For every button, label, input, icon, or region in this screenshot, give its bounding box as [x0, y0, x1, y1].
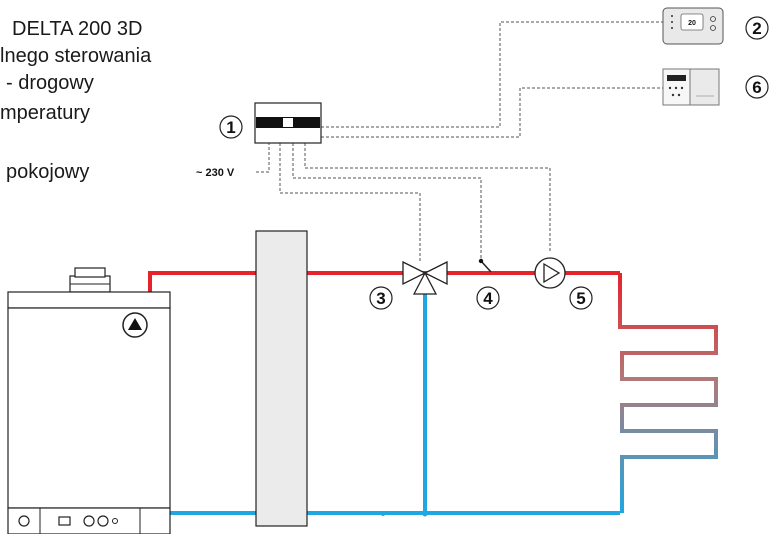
room-unit-button-icon: [674, 86, 678, 90]
boiler-top-panel: [7, 291, 171, 309]
label-sensor-text: 4: [483, 289, 493, 308]
wire-to-valve: [279, 143, 421, 262]
label-room-unit-text: 6: [752, 78, 761, 97]
temperature-sensor: [478, 258, 492, 273]
display-panel-dot-icon: [671, 27, 673, 29]
room-unit-button-icon: [668, 86, 672, 90]
room-unit-button-icon: [677, 93, 681, 97]
display-panel-knob-icon: [710, 25, 716, 31]
room-unit-button-icon: [671, 93, 675, 97]
wire-to-display-panel: [321, 21, 663, 128]
three-way-valve: [402, 260, 448, 295]
legend: DELTA 200 3D lnego sterowania - drogowy …: [0, 18, 152, 183]
underfloor-heating-coil: [618, 273, 718, 513]
boiler-flue-cap: [74, 267, 106, 278]
boiler: [7, 267, 171, 534]
display-panel-dot-icon: [671, 21, 673, 23]
room-unit-button-icon: [680, 86, 684, 90]
room-unit: [662, 68, 720, 106]
label-pump-text: 5: [576, 289, 585, 308]
boiler-display-icon: [58, 516, 71, 526]
legend-line-3: - drogowy: [6, 72, 94, 94]
display-panel-knob-icon: [710, 16, 716, 22]
boiler-knob-icon: [83, 515, 95, 527]
label-controller: 1: [219, 115, 243, 139]
bypass-junction: [422, 511, 428, 517]
label-controller-text: 1: [226, 118, 235, 137]
legend-line-5: pokojowy: [6, 161, 89, 183]
hydraulic-separator: [255, 230, 308, 527]
legend-line-2: lnego sterowania: [0, 45, 152, 67]
legend-line-1: DELTA 200 3D: [12, 18, 142, 40]
label-valve: 3: [369, 286, 393, 310]
label-pump: 5: [569, 286, 593, 310]
legend-line-4: mperatury: [0, 102, 90, 124]
label-display-panel-text: 2: [752, 19, 761, 38]
display-panel-reading: 20: [688, 20, 696, 27]
label-display-panel: 2: [745, 16, 769, 40]
boiler-control-panel: [7, 507, 171, 534]
signal-wires: [256, 21, 663, 262]
display-panel-dot-icon: [671, 15, 673, 17]
wire-to-room-unit: [321, 87, 663, 138]
label-sensor: 4: [476, 286, 500, 310]
room-unit-display: [667, 75, 686, 81]
pipes: [148, 271, 620, 515]
supply-voltage-label: ~ 230 V: [196, 167, 235, 179]
label-room-unit: 6: [745, 75, 769, 99]
controller-window: [283, 118, 293, 127]
wire-power-supply: [256, 143, 270, 173]
return-junction: [381, 512, 385, 516]
display-panel: 20: [662, 7, 724, 45]
wire-to-sensor: [292, 143, 482, 260]
wire-to-pump: [304, 143, 551, 252]
controller: [254, 102, 322, 144]
boiler-knob-icon: [97, 515, 109, 527]
supply-pipe: [148, 271, 620, 300]
circulation-pump: [534, 257, 566, 289]
boiler-led-icon: [112, 518, 118, 524]
boiler-indicator-icon: [18, 515, 30, 527]
label-valve-text: 3: [376, 289, 385, 308]
boiler-body: [7, 307, 171, 509]
display-panel-screen: [680, 13, 704, 31]
